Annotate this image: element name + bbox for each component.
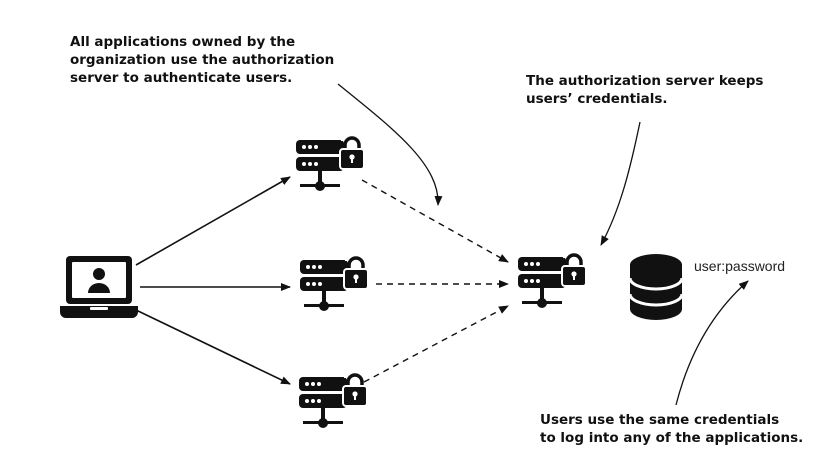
annotation-arrow-credentials [675, 280, 749, 406]
connection-user-to-app-1 [135, 176, 291, 266]
annotation-arrow-applications [337, 83, 443, 206]
app-server-1-icon [294, 134, 366, 193]
database-icon [628, 254, 684, 320]
app-server-3-icon [297, 371, 369, 430]
annotation-users: Users use the same credentials to log in… [540, 412, 804, 446]
annotation-auth-server: The authorization server keeps users’ cr… [526, 73, 764, 107]
connection-app-1-to-auth [361, 179, 509, 263]
connection-app-3-to-auth [363, 305, 509, 383]
auth-server-icon [516, 251, 588, 310]
app-server-2-icon [298, 254, 370, 313]
annotation-applications: All applications owned by the organizati… [70, 34, 335, 86]
credential-label: user:password [694, 258, 786, 274]
laptop-user-icon [60, 256, 138, 318]
annotation-arrow-auth-server [600, 121, 641, 246]
connection-user-to-app-3 [135, 309, 291, 385]
